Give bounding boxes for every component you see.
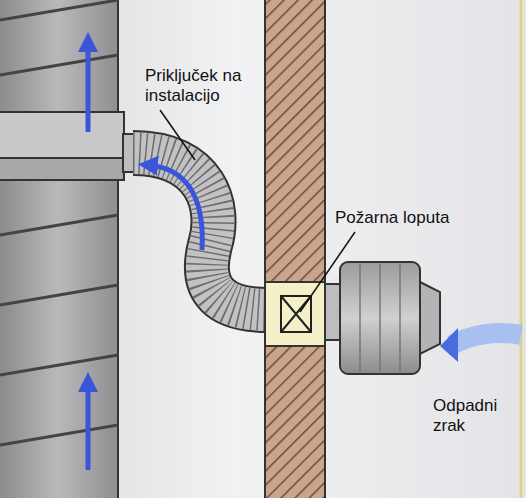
fire-damper-label: Požarna loputa: [335, 208, 485, 228]
duct-connection-label: Priključek na instalacijo: [145, 66, 285, 106]
exhaust-air-label: Odpadni zrak: [433, 396, 513, 436]
